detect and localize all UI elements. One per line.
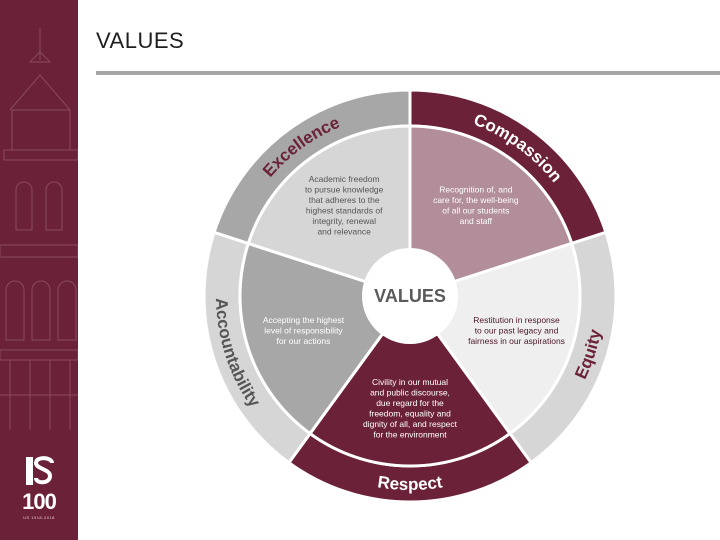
segment-body-excellence <box>246 124 412 299</box>
center-circle <box>362 248 458 344</box>
logo-subtext: US 1918-2018 <box>23 515 55 520</box>
logo-crest-icon <box>26 456 54 485</box>
building-illustration <box>0 28 78 430</box>
slide-title: VALUES <box>96 28 185 53</box>
segment-body-compassion <box>408 124 574 299</box>
logo-number: 100 <box>22 489 57 514</box>
sidebar: 100 US 1918-2018 <box>0 0 78 540</box>
title-divider <box>96 71 720 75</box>
university-logo: 100 US 1918-2018 <box>0 455 78 525</box>
segment-body-respect <box>307 293 513 468</box>
segment-label-respect: Respect <box>376 472 443 494</box>
center-label: VALUES <box>374 286 446 306</box>
